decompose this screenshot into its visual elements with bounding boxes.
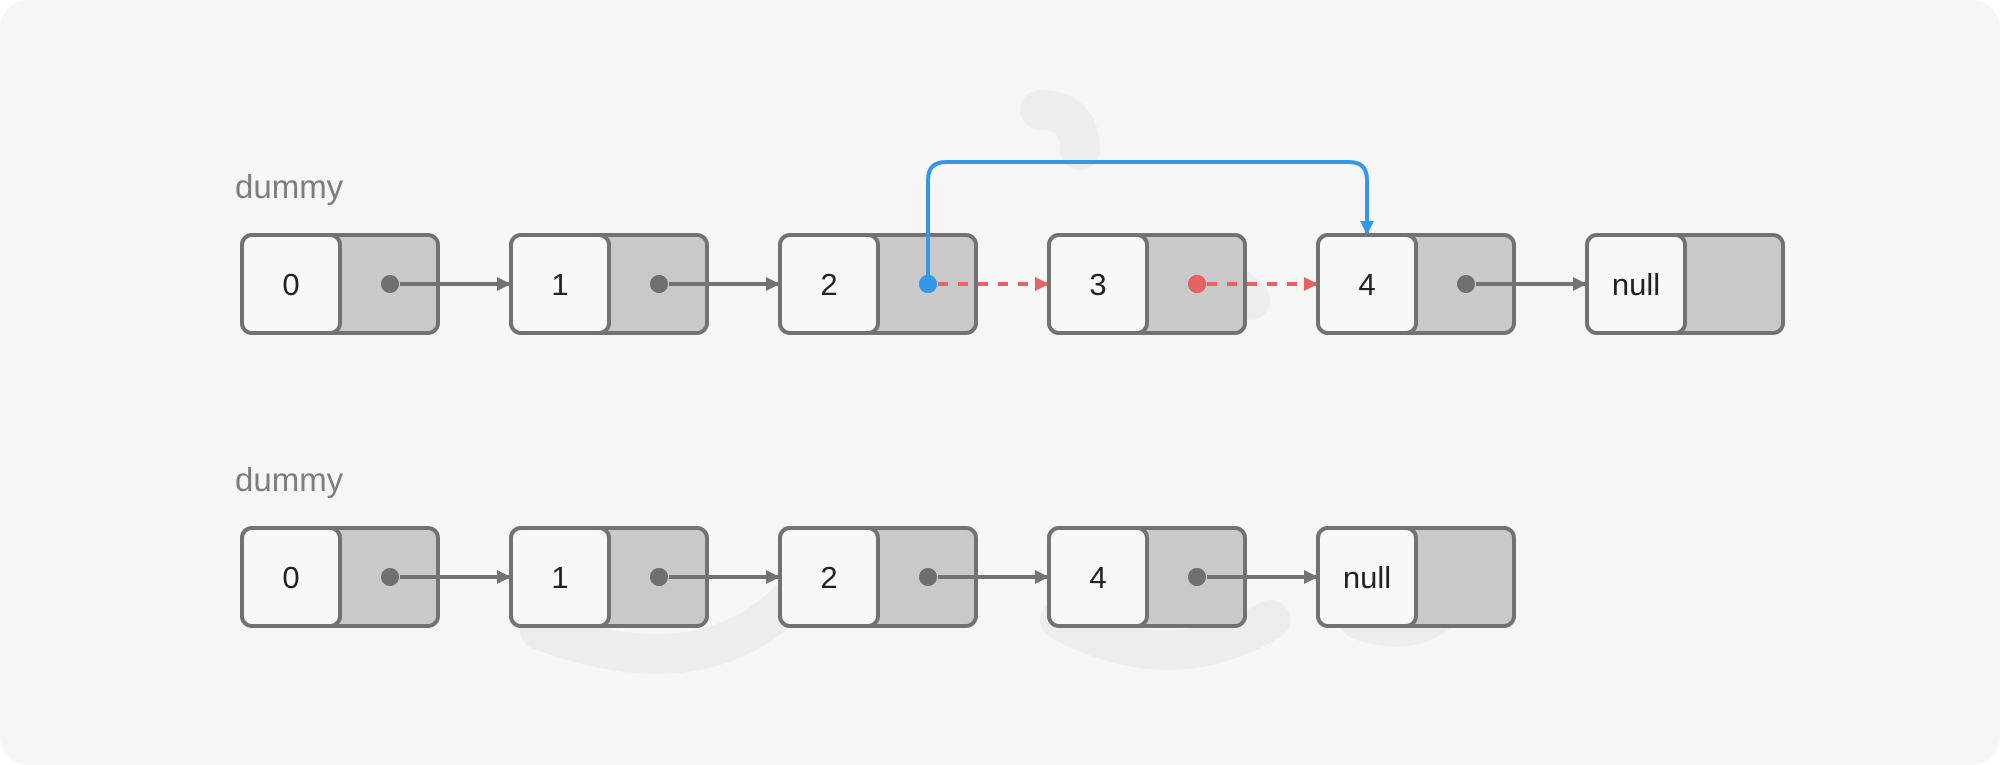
node-1-2: 2 <box>778 526 978 628</box>
node-0-5: null <box>1585 233 1785 335</box>
node-0-3: 3 <box>1047 233 1247 335</box>
node-1-2-label: 2 <box>820 560 837 595</box>
node-1-3-pointer-dot <box>1188 568 1206 586</box>
node-0-4-label: 4 <box>1358 267 1375 302</box>
node-1-2-value-box <box>778 526 880 628</box>
node-0-1-pointer-dot <box>650 275 668 293</box>
node-0-5-value-box <box>1585 233 1687 335</box>
node-1-4-label: null <box>1343 560 1391 595</box>
node-0-3-value-box <box>1047 233 1149 335</box>
node-0-0-pointer-dot <box>381 275 399 293</box>
node-0-1-value-box <box>509 233 611 335</box>
node-1-1-label: 1 <box>551 560 568 595</box>
node-1-4: null <box>1316 526 1516 628</box>
node-0-0-value-box <box>240 233 342 335</box>
node-0-0-label: 0 <box>282 267 299 302</box>
node-1-0-label: 0 <box>282 560 299 595</box>
node-1-1-value-box <box>509 526 611 628</box>
node-0-3-label: 3 <box>1089 267 1106 302</box>
node-1-3-label: 4 <box>1089 560 1106 595</box>
node-0-4-value-box <box>1316 233 1418 335</box>
node-0-4-pointer-dot <box>1457 275 1475 293</box>
node-1-3: 4 <box>1047 526 1247 628</box>
node-0-1-label: 1 <box>551 267 568 302</box>
node-0-2-value-box <box>778 233 880 335</box>
node-1-0-value-box <box>240 526 342 628</box>
node-0-2-bypass-dot <box>919 275 937 293</box>
node-1-1-pointer-dot <box>650 568 668 586</box>
node-0-3-red-dot <box>1188 275 1206 293</box>
top-list-label: dummy <box>235 168 344 205</box>
node-1-0: 0 <box>240 526 440 628</box>
node-0-5-label: null <box>1612 267 1660 302</box>
node-1-1: 1 <box>509 526 709 628</box>
node-1-0-pointer-dot <box>381 568 399 586</box>
node-0-0: 0 <box>240 233 440 335</box>
bottom-linked-list: 0 1 2 4 null <box>240 526 1516 628</box>
node-1-4-value-box <box>1316 526 1418 628</box>
top-linked-list: 0 1 2 3 4 null <box>240 160 1785 335</box>
node-0-2-label: 2 <box>820 267 837 302</box>
node-1-2-pointer-dot <box>919 568 937 586</box>
arrow-0-bypass <box>926 160 1374 284</box>
bottom-list-label: dummy <box>235 461 344 498</box>
node-1-3-value-box <box>1047 526 1149 628</box>
node-0-1: 1 <box>509 233 709 335</box>
